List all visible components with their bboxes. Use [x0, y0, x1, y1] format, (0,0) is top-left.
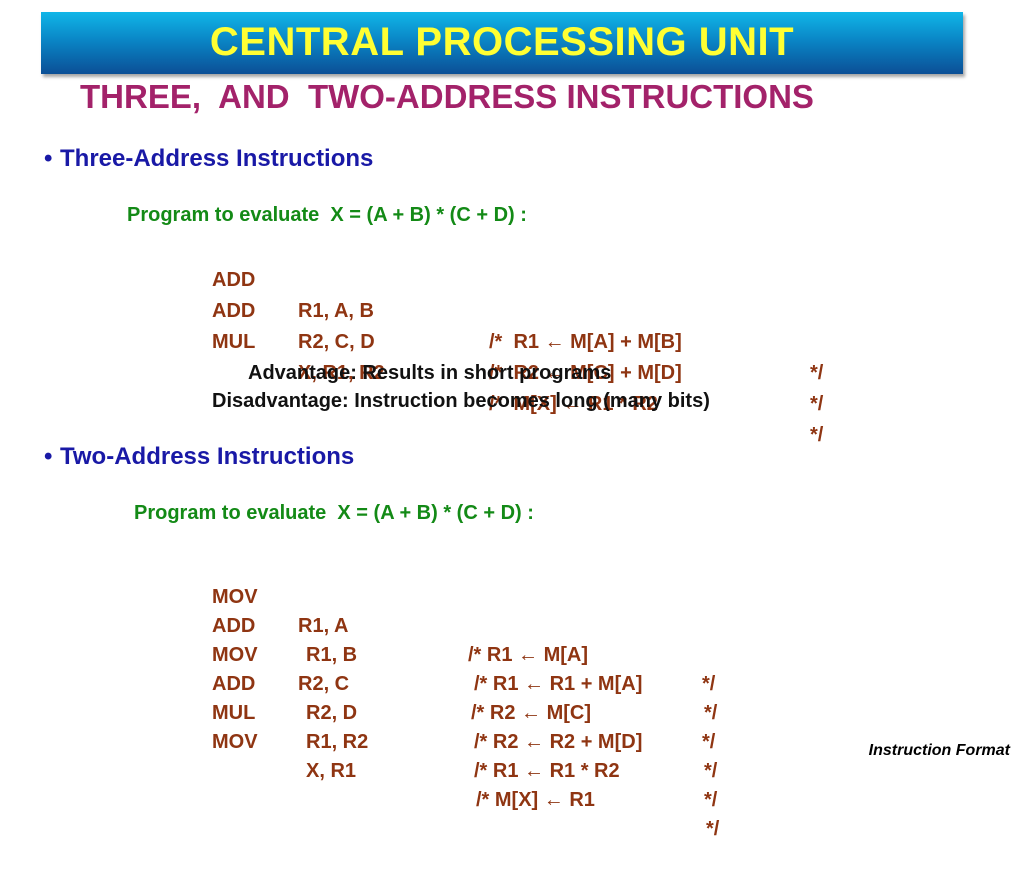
three-address-heading: Three-Address Instructions	[60, 145, 374, 172]
comment: /* R1 ← R1 + M[A]	[474, 673, 643, 695]
bullet-icon: •	[44, 145, 53, 172]
bullet-icon: •	[44, 443, 53, 470]
comment-close: */	[702, 673, 716, 695]
three-address-code-block: ADD R1, A, B /* R1 ← M[A] + M[B] */ ADD …	[212, 234, 852, 446]
two-address-code-block: MOV R1, A /* R1 ← M[A] */ ADD R1, B /* R…	[212, 554, 732, 840]
opcode: ADD	[212, 615, 256, 637]
code-line: ADD R1, B /* R1 ← R1 + M[A] */	[212, 583, 717, 757]
operands: R1, R2	[306, 731, 369, 753]
slide-subtitle: THREE, AND TWO-ADDRESS INSTRUCTIONS	[80, 78, 814, 115]
comment: /* R1 ← M[A]	[468, 644, 588, 666]
opcode: MOV	[212, 644, 258, 666]
code-line: MUL X, R1, R2 /* M[X] ← R1 * R2 */	[212, 296, 823, 482]
comment-close: */	[702, 731, 716, 753]
comment: /* R1 ← R1 * R2	[474, 760, 620, 782]
comment-close: */	[810, 424, 824, 446]
operands: R2, D	[306, 702, 358, 724]
opcode: MUL	[212, 331, 256, 353]
opcode: MOV	[212, 731, 258, 753]
comment-close: */	[706, 818, 720, 840]
slide-title: CENTRAL PROCESSING UNIT	[209, 20, 795, 64]
comment-close: */	[704, 789, 718, 811]
comment: /* M[X] ← R1	[476, 789, 595, 811]
operands: R2, C	[298, 673, 350, 695]
opcode: ADD	[212, 673, 256, 695]
comment: /* R2 ← R2 + M[D]	[474, 731, 643, 753]
code-line: MOV R2, C /* R2 ← M[C] */	[212, 612, 715, 786]
slide-footer: Instruction Format	[868, 742, 1010, 759]
comment-close: */	[810, 362, 824, 384]
operands: R1, B	[306, 644, 358, 666]
two-address-heading: Two-Address Instructions	[60, 443, 355, 470]
comment: /* R2 ← M[C]	[471, 702, 591, 724]
comment: /* R2 ← M[C] + M[D]	[489, 362, 682, 384]
opcode: ADD	[212, 300, 256, 322]
code-line: ADD R2, C, D /* R2 ← M[C] + M[D] */	[212, 265, 823, 451]
three-address-program-label: Program to evaluate X = (A + B) * (C + D…	[127, 204, 527, 226]
comment-close: */	[704, 702, 718, 724]
operands: R2, C, D	[298, 331, 375, 353]
code-line: ADD R1, A, B /* R1 ← M[A] + M[B] */	[212, 234, 823, 420]
comment: /* M[X] ← R1 * R2	[489, 393, 658, 415]
operands: X, R1	[306, 760, 357, 782]
opcode: MOV	[212, 586, 258, 608]
disadvantage-text: Disadvantage: Instruction becomes long (…	[212, 390, 710, 412]
advantage-text: Advantage: Results in short programs	[248, 362, 612, 384]
two-address-program-label: Program to evaluate X = (A + B) * (C + D…	[134, 502, 534, 524]
comment-close: */	[810, 393, 824, 415]
code-line: ADD R2, D /* R2 ← R2 + M[D] */	[212, 641, 717, 815]
operands: R1, A, B	[298, 300, 374, 322]
operands: X, R1, R2	[298, 362, 385, 384]
opcode: MUL	[212, 702, 256, 724]
comment: /* R1 ← M[A] + M[B]	[489, 331, 682, 353]
operands: R1, A	[298, 615, 349, 637]
code-line: MOV R1, A /* R1 ← M[A] */	[212, 554, 715, 728]
opcode: ADD	[212, 269, 256, 291]
comment-close: */	[704, 760, 718, 782]
code-line: MOV X, R1 /* M[X] ← R1 */	[212, 699, 719, 873]
title-banner: CENTRAL PROCESSING UNIT	[41, 12, 963, 74]
